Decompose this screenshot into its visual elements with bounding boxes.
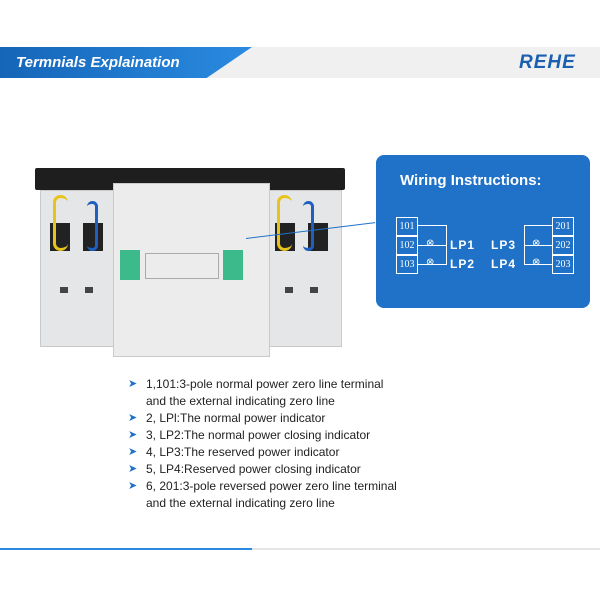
left-connector	[120, 250, 140, 280]
page-title: Termnials Explaination	[16, 54, 180, 71]
panel-title: Wiring Instructions:	[400, 172, 542, 189]
arrow-icon: ➤	[128, 463, 138, 475]
right-connector	[223, 250, 243, 280]
arrow-icon: ➤	[128, 480, 138, 492]
terminal-list: ➤ 1,101:3-pole normal power zero line ter…	[128, 376, 397, 512]
list-item: ➤ 4, LP3:The reserved power indicator	[128, 444, 397, 461]
yellow-wire	[53, 195, 68, 251]
latch	[60, 287, 68, 293]
list-item: ➤ 3, LP2:The normal power closing indicat…	[128, 427, 397, 444]
list-item: ➤ 2, LPl:The normal power indicator	[128, 410, 397, 427]
lamp-icon: ⊗	[426, 238, 435, 249]
item-text: 2, LPl:The normal power indicator	[146, 411, 326, 425]
lamp-lp1: LP1	[450, 238, 476, 252]
lamp-lp4: LP4	[491, 257, 517, 271]
header-accent	[0, 47, 252, 78]
blue-wire	[87, 201, 98, 251]
item-text-continued: and the external indicating zero line	[146, 394, 335, 408]
arrow-icon: ➤	[128, 378, 138, 390]
lamp-icon: ⊗	[426, 257, 435, 268]
lamp-lp3: LP3	[491, 238, 517, 252]
list-item: ➤ 1,101:3-pole normal power zero line ter…	[128, 376, 397, 393]
arrow-icon: ➤	[128, 412, 138, 424]
terminal-102: 102	[396, 236, 418, 255]
lamp-icon: ⊗	[532, 238, 541, 249]
wiring-instructions-panel: Wiring Instructions: 101 102 103 ⊗ ⊗ LP1…	[376, 155, 590, 308]
list-item: ➤ 6, 201:3-pole reversed power zero line …	[128, 478, 397, 495]
item-text: 4, LP3:The reserved power indicator	[146, 445, 340, 459]
latch	[310, 287, 318, 293]
lamp-lp2: LP2	[450, 257, 476, 271]
blue-wire	[303, 201, 314, 251]
lamp-icon: ⊗	[532, 257, 541, 268]
terminal-slot	[83, 223, 103, 251]
indicator-label	[145, 253, 219, 279]
arrow-icon: ➤	[128, 446, 138, 458]
footer-divider	[0, 548, 600, 550]
latch	[285, 287, 293, 293]
arrow-icon: ➤	[128, 429, 138, 441]
item-text: 5, LP4:Reserved power closing indicator	[146, 462, 361, 476]
item-text: 3, LP2:The normal power closing indicato…	[146, 428, 371, 442]
item-text: 6, 201:3-pole reversed power zero line t…	[146, 479, 397, 493]
yellow-wire	[277, 195, 292, 251]
terminal-201: 201	[552, 217, 574, 236]
brand-logo: REHE	[519, 52, 576, 73]
item-text: 1,101:3-pole normal power zero line term…	[146, 377, 384, 391]
terminal-202: 202	[552, 236, 574, 255]
footer-accent	[0, 548, 252, 550]
terminal-103: 103	[396, 255, 418, 274]
latch	[85, 287, 93, 293]
list-item: ➤ 5, LP4:Reserved power closing indicator	[128, 461, 397, 478]
switch-device	[25, 165, 355, 357]
terminal-101: 101	[396, 217, 418, 236]
item-text-continued: and the external indicating zero line	[146, 496, 335, 510]
terminal-203: 203	[552, 255, 574, 274]
left-module	[40, 190, 117, 347]
